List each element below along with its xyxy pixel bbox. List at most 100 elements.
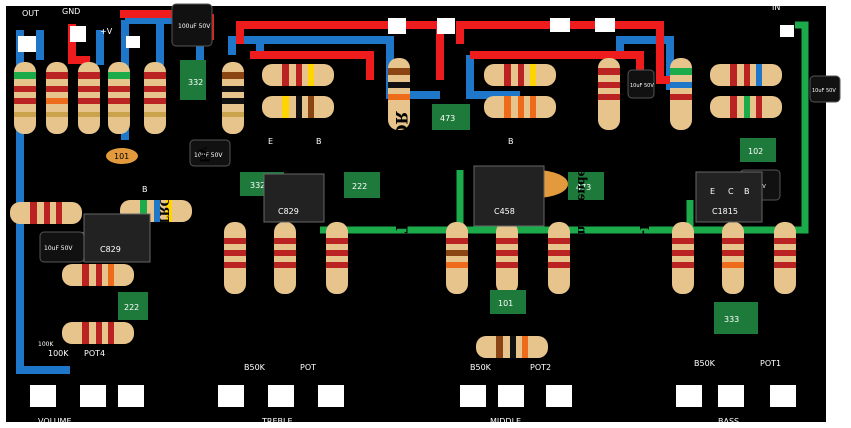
resistor bbox=[144, 62, 166, 134]
electrolytic-3: 10uF 50V bbox=[39, 231, 85, 263]
resistor bbox=[548, 222, 570, 294]
svg-text:TREBLE: TREBLE bbox=[261, 417, 293, 426]
out-label: OUT bbox=[22, 9, 39, 18]
svg-text:C458: C458 bbox=[494, 207, 515, 216]
film-capacitors: 332 473 332 222 101 222 101 473 bbox=[66, 60, 776, 334]
resistor bbox=[62, 322, 134, 344]
resistor bbox=[14, 62, 36, 134]
svg-text:C: C bbox=[728, 187, 734, 196]
capacitor-332-top: 332 bbox=[180, 60, 206, 100]
svg-text:MIDDLE: MIDDLE bbox=[490, 417, 521, 426]
capacitor-102: 102 bbox=[740, 138, 776, 162]
svg-text:10uF 50V: 10uF 50V bbox=[630, 83, 654, 89]
resistor bbox=[476, 336, 548, 358]
in-label: IN bbox=[772, 3, 780, 12]
svg-text:B50K: B50K bbox=[470, 363, 492, 372]
resistor bbox=[722, 222, 744, 294]
resistor bbox=[62, 264, 134, 286]
resistor bbox=[46, 62, 68, 134]
svg-text:POT4: POT4 bbox=[84, 349, 105, 358]
resistor bbox=[274, 222, 296, 294]
resistor bbox=[224, 222, 246, 294]
svg-text:POT: POT bbox=[300, 363, 316, 372]
resistor bbox=[672, 222, 694, 294]
resistor bbox=[446, 222, 468, 294]
svg-text:B50K: B50K bbox=[694, 359, 716, 368]
svg-text:222: 222 bbox=[124, 303, 139, 312]
svg-text:BASS: BASS bbox=[718, 417, 739, 426]
svg-text:POT2: POT2 bbox=[530, 363, 551, 372]
svg-text:C1815: C1815 bbox=[712, 207, 738, 216]
svg-text:100uF 50V: 100uF 50V bbox=[178, 23, 211, 30]
resistor bbox=[496, 222, 518, 294]
resistor bbox=[598, 58, 620, 130]
transistor-q1: C829 bbox=[263, 173, 325, 223]
title-line-5: KALTRONIC bbox=[157, 170, 171, 252]
transistor-q4: C829 bbox=[83, 213, 151, 263]
svg-text:VOLUME: VOLUME bbox=[38, 417, 72, 426]
resistor bbox=[484, 64, 556, 86]
resistor bbox=[710, 96, 782, 118]
capacitor-473-mid: 473 bbox=[432, 104, 470, 130]
top-pads bbox=[18, 6, 794, 52]
svg-text:B: B bbox=[316, 137, 322, 146]
pin-labels: E B E C B B B bbox=[142, 137, 750, 196]
svg-text:E: E bbox=[710, 187, 715, 196]
resistor bbox=[484, 96, 556, 118]
svg-text:333: 333 bbox=[724, 315, 739, 324]
electrolytic-1: 100uF 50V bbox=[171, 3, 213, 47]
resistor bbox=[78, 62, 100, 134]
svg-text:100K: 100K bbox=[48, 349, 69, 358]
svg-text:10uF 50V: 10uF 50V bbox=[812, 88, 836, 94]
title-line-4: PCB design by bbox=[197, 146, 211, 244]
resistor bbox=[326, 222, 348, 294]
transistor-q3: C1815 bbox=[695, 171, 763, 223]
resistors bbox=[10, 58, 796, 358]
resistor bbox=[222, 62, 244, 134]
resistor bbox=[108, 62, 130, 134]
svg-text:101: 101 bbox=[114, 152, 129, 161]
gnd-label: GND bbox=[62, 7, 80, 16]
capacitor-222-b: 222 bbox=[118, 292, 148, 320]
transistors: C829 C458 C1815 C829 bbox=[83, 165, 763, 263]
capacitor-473-right: 473 bbox=[568, 172, 604, 200]
title-line-3: HI-FI Tone Control bbox=[637, 125, 651, 252]
svg-text:B: B bbox=[508, 137, 514, 146]
electrolytic-2: 10uF 50V bbox=[189, 139, 231, 167]
pot-pads bbox=[30, 385, 796, 407]
vplus-label: +V bbox=[100, 27, 113, 36]
resistor bbox=[262, 64, 334, 86]
svg-text:102: 102 bbox=[748, 147, 763, 156]
svg-text:222: 222 bbox=[352, 182, 367, 191]
resistor bbox=[388, 58, 410, 130]
resistor bbox=[670, 58, 692, 130]
svg-text:332: 332 bbox=[188, 78, 203, 87]
resistor bbox=[710, 64, 782, 86]
svg-text:E: E bbox=[268, 137, 273, 146]
svg-text:473: 473 bbox=[576, 183, 591, 192]
transistor-q2: C458 bbox=[473, 165, 545, 227]
svg-text:10uF 50V: 10uF 50V bbox=[44, 245, 73, 252]
svg-text:B: B bbox=[744, 187, 750, 196]
title-line-2: Independent Transistor bbox=[575, 81, 589, 240]
svg-text:10uF 50V: 10uF 50V bbox=[194, 152, 223, 159]
title-line-1: 4 TRANSISTOR bbox=[392, 111, 411, 250]
electrolytic-5: 10uF 50V bbox=[809, 75, 841, 103]
capacitor-333: 333 bbox=[714, 302, 758, 334]
capacitor-101-mid: 101 bbox=[490, 290, 526, 314]
svg-text:332: 332 bbox=[250, 181, 265, 190]
pot-labels: POT4 100K 100K POT B50K POT2 B50K POT1 B… bbox=[38, 341, 781, 372]
electrolytic-4: 10uF 50V bbox=[627, 69, 655, 99]
svg-text:101: 101 bbox=[498, 299, 513, 308]
svg-text:B50K: B50K bbox=[244, 363, 266, 372]
capacitor-101-top: 101 bbox=[106, 148, 138, 164]
section-labels: VOLUME TREBLE MIDDLE BASS bbox=[38, 417, 739, 426]
title-block: 4 TRANSISTOR Independent Transistor HI-F… bbox=[157, 81, 651, 252]
resistor bbox=[10, 202, 82, 224]
resistor bbox=[262, 96, 334, 118]
svg-text:100K: 100K bbox=[38, 341, 54, 348]
svg-text:C829: C829 bbox=[278, 207, 299, 216]
svg-text:POT1: POT1 bbox=[760, 359, 781, 368]
